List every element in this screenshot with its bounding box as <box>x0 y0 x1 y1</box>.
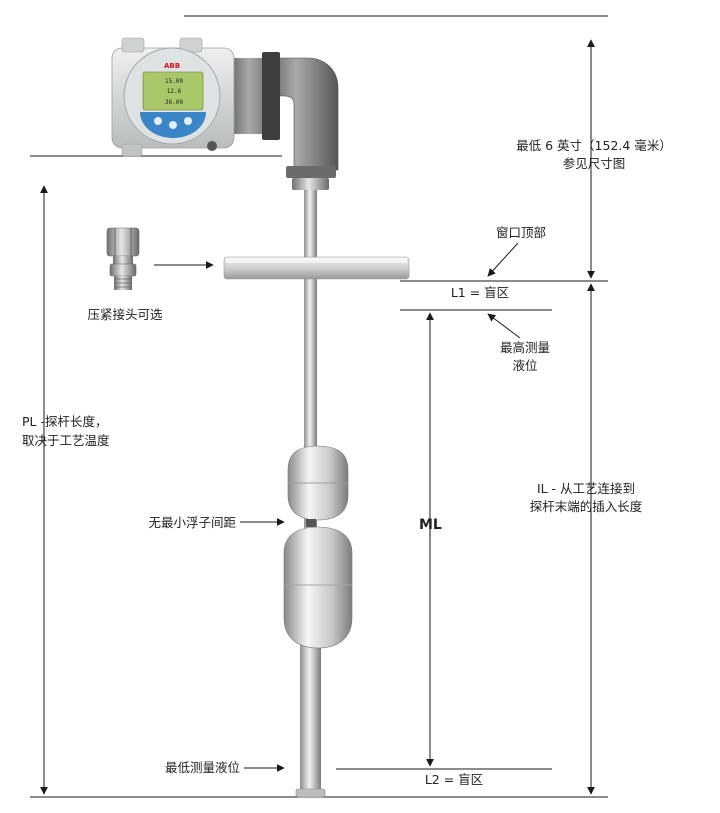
min-six-inch-label: 最低 6 英寸（152.4 毫米） <box>516 138 672 153</box>
lower-float <box>283 526 353 649</box>
il-insertion-length-label-line2: 探杆末端的插入长度 <box>529 499 643 514</box>
min-measuring-level-label: 最低测量液位 <box>164 760 240 775</box>
window-top-pointer <box>487 242 519 277</box>
display-line-2: 12.6 <box>167 88 182 95</box>
pl-probe-length-label-line2: 取决于工艺温度 <box>22 433 110 448</box>
brand-logo: ABB <box>164 62 180 70</box>
pl-probe-length-label: PL -探杆长度， <box>22 414 108 429</box>
max-level-label-line2: 液位 <box>512 358 538 373</box>
dimension-arrows <box>40 39 595 795</box>
window-top-label: 窗口顶部 <box>496 225 547 240</box>
float-spacer-ring <box>306 519 316 527</box>
l2-dead-zone-label: L2 = 盲区 <box>424 772 484 787</box>
rod-lower-sleeve <box>300 645 321 790</box>
upper-float <box>287 445 349 521</box>
l1-dead-zone-label: L1 = 盲区 <box>450 285 510 300</box>
transmitter-head <box>111 37 339 178</box>
compression-fitting-label: 压紧接头可选 <box>87 307 163 322</box>
neck-collar <box>292 178 329 190</box>
rod-end-cap <box>295 788 326 798</box>
display-line-1: 15.09 <box>165 78 183 85</box>
il-insertion-length-label: IL - 从工艺连接到 <box>536 481 636 496</box>
compression-fitting <box>106 227 140 290</box>
display-line-3: 36.09 <box>165 99 183 106</box>
ml-measuring-length-label: ML <box>419 517 442 533</box>
lcd-screen <box>142 71 204 111</box>
process-flange <box>223 256 410 280</box>
max-level-label-line1: 最高测量 <box>499 340 550 355</box>
see-dimension-label: 参见尺寸图 <box>562 156 626 171</box>
max-level-pointer <box>487 313 521 339</box>
no-min-float-spacing-label: 无最小浮子间距 <box>148 515 236 530</box>
